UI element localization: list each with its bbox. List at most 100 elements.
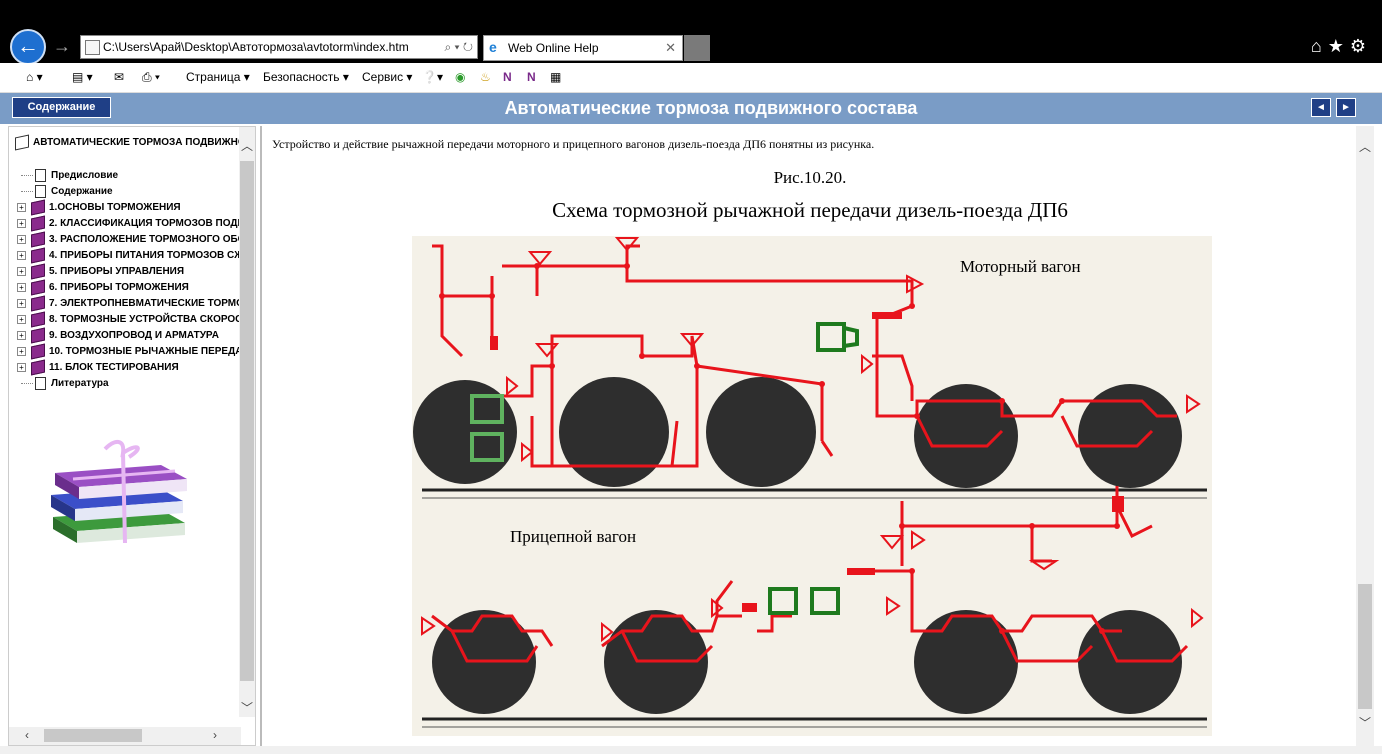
book-icon [31, 343, 45, 360]
book-icon [31, 295, 45, 312]
intro-text: Устройство и действие рычажной передачи … [272, 137, 875, 151]
tree-item-label: 5. ПРИБОРЫ УПРАВЛЕНИЯ [49, 266, 185, 277]
motor-cylinder [816, 322, 846, 352]
books-logo [51, 440, 187, 544]
book-icon [31, 215, 45, 232]
onenote-linked-icon[interactable]: N [527, 70, 536, 84]
expand-icon[interactable]: + [17, 266, 26, 276]
expand-icon[interactable]: + [17, 298, 26, 308]
wheel [914, 610, 1018, 714]
tree-item-label: 1.ОСНОВЫ ТОРМОЖЕНИЯ [49, 202, 181, 213]
tree-item-label: 11. БЛОК ТЕСТИРОВАНИЯ [49, 362, 179, 373]
research-icon[interactable]: ▦ [550, 70, 562, 84]
scroll-right-icon[interactable]: › [213, 728, 217, 742]
expand-icon[interactable]: + [17, 314, 26, 324]
menu-service[interactable]: Сервис ▾ [362, 70, 413, 84]
close-icon[interactable]: ✕ [665, 40, 676, 55]
expand-icon[interactable]: + [17, 250, 26, 260]
expand-icon[interactable]: + [17, 234, 26, 244]
left-vertical-scrollbar[interactable]: ︿ ﹀ [239, 127, 255, 717]
scroll-left-icon[interactable]: ‹ [25, 728, 29, 742]
tab-web-online-help[interactable]: e Web Online Help ✕ [483, 35, 683, 61]
tree-item-label: 10. ТОРМОЗНЫЕ РЫЧАЖНЫЕ ПЕРЕДАЧИ [49, 346, 256, 357]
tree-item-chapter[interactable]: +2. КЛАССИФИКАЦИЯ ТОРМОЗОВ ПОДВИЖНОГО СО… [17, 215, 255, 232]
scroll-down-icon[interactable]: ﹀ [241, 701, 254, 715]
tree-item-chapter[interactable]: +1.ОСНОВЫ ТОРМОЖЕНИЯ [17, 199, 181, 216]
java-icon[interactable]: ♨ [480, 70, 491, 84]
expand-icon[interactable]: + [17, 362, 26, 372]
anchor-markers [421, 237, 1204, 643]
scroll-up-icon[interactable]: ︿ [241, 139, 254, 153]
favorites-icon[interactable]: ★ [1327, 36, 1350, 56]
tree-item-label: 2. КЛАССИФИКАЦИЯ ТОРМОЗОВ ПОДВИЖНОГО СОС… [49, 218, 255, 229]
expand-icon[interactable]: + [17, 346, 26, 356]
tree-item-page[interactable]: Содержание [21, 184, 113, 200]
gear-icon[interactable]: ⚙ [1349, 36, 1372, 56]
scroll-down-icon[interactable]: ﹀ [1359, 716, 1372, 730]
page-title: Автоматические тормоза подвижного состав… [504, 98, 918, 118]
content-pane: Устройство и действие рычажной передачи … [260, 126, 1374, 746]
wheel [1078, 384, 1182, 488]
scroll-thumb[interactable] [240, 161, 254, 681]
contents-button[interactable]: Содержание [12, 97, 111, 118]
tree-item-chapter[interactable]: +8. ТОРМОЗНЫЕ УСТРОЙСТВА СКОРОСТНЫХ ПОЕЗ… [17, 311, 255, 328]
brake-cylinders [470, 322, 859, 615]
expand-icon[interactable]: + [17, 330, 26, 340]
onenote-icon[interactable]: N [503, 70, 512, 84]
back-icon[interactable]: ← [10, 29, 46, 65]
label-trailer-car: Прицепной вагон [510, 527, 636, 546]
tree-item-chapter[interactable]: +7. ЭЛЕКТРОПНЕВМАТИЧЕСКИЕ ТОРМОЗА [17, 295, 255, 312]
content-vertical-scrollbar[interactable]: ︿ ﹀ [1356, 126, 1374, 746]
tree-item-chapter[interactable]: +11. БЛОК ТЕСТИРОВАНИЯ [17, 359, 179, 376]
browser-titlebar: ← → C:\Users\Арай\Desktop\Автотормоза\av… [0, 0, 1382, 65]
tree-item-label: 9. ВОЗДУХОПРОВОД И АРМАТУРА [49, 330, 219, 341]
tree-item-chapter[interactable]: +3. РАСПОЛОЖЕНИЕ ТОРМОЗНОГО ОБОРУДОВАНИЯ [17, 231, 255, 248]
mail-icon[interactable]: ✉ [114, 70, 125, 84]
book-icon [31, 231, 45, 248]
scroll-thumb-h[interactable] [44, 729, 142, 742]
tree-item-chapter[interactable]: +10. ТОРМОЗНЫЕ РЫЧАЖНЫЕ ПЕРЕДАЧИ [17, 343, 256, 360]
home-icon[interactable]: ⌂ [1310, 36, 1328, 56]
tree-item-page[interactable]: Предисловие [21, 168, 118, 184]
diagram-background [412, 236, 1212, 736]
tree-item-chapter[interactable]: +9. ВОЗДУХОПРОВОД И АРМАТУРА [17, 327, 219, 344]
prev-button[interactable]: ◄ [1311, 98, 1331, 117]
help-icon[interactable]: ❔▾ [422, 70, 443, 84]
tree-item-chapter[interactable]: +5. ПРИБОРЫ УПРАВЛЕНИЯ [17, 263, 185, 280]
tree-root[interactable]: АВТОМАТИЧЕСКИЕ ТОРМОЗА ПОДВИЖНОГО СОСТАВ… [15, 134, 255, 151]
address-bar[interactable]: C:\Users\Арай\Desktop\Автотормоза\avtoto… [80, 35, 478, 59]
tree-item-label: 6. ПРИБОРЫ ТОРМОЖЕНИЯ [49, 282, 189, 293]
print-icon[interactable]: ⎙ ▾ [142, 70, 160, 84]
left-horizontal-scrollbar[interactable]: ‹ › [9, 727, 241, 745]
tree-item-label: 3. РАСПОЛОЖЕНИЕ ТОРМОЗНОГО ОБОРУДОВАНИЯ [49, 234, 255, 245]
tree-item-page[interactable]: Литература [21, 376, 109, 392]
tree-item-chapter[interactable]: +4. ПРИБОРЫ ПИТАНИЯ ТОРМОЗОВ СЖАТЫМ ВОЗД… [17, 247, 255, 264]
status-strip [0, 746, 1382, 754]
expand-icon[interactable]: + [17, 202, 26, 212]
page-icon [85, 40, 100, 55]
new-tab-button[interactable] [684, 35, 710, 61]
home-icon[interactable]: ⌂ ▾ [26, 70, 43, 84]
feeds-icon[interactable]: ▤ ▾ [72, 70, 93, 84]
tree-connector [21, 382, 33, 384]
menu-security[interactable]: Безопасность ▾ [263, 70, 349, 84]
scroll-up-icon[interactable]: ︿ [1359, 140, 1372, 154]
tree-item-label: 4. ПРИБОРЫ ПИТАНИЯ ТОРМОЗОВ СЖАТЫМ ВОЗДУ… [49, 250, 255, 261]
book-icon [31, 311, 45, 328]
page-icon [35, 376, 46, 390]
book-icon [31, 327, 45, 344]
book-icon [31, 247, 45, 264]
address-tools[interactable]: ⌕ ▾ ↻ [444, 40, 473, 54]
menu-page[interactable]: Страница ▾ [186, 70, 250, 84]
expand-icon[interactable]: + [17, 218, 26, 228]
forward-icon[interactable]: → [53, 36, 71, 56]
menu-page-label: Страница [186, 70, 241, 84]
tree-item-chapter[interactable]: +6. ПРИБОРЫ ТОРМОЖЕНИЯ [17, 279, 189, 296]
content-scroll-thumb[interactable] [1358, 584, 1372, 709]
command-bar: ⌂ ▾ ▤ ▾ ✉ ⎙ ▾ Страница ▾ Безопасность ▾ … [0, 63, 1382, 93]
expand-icon[interactable]: + [17, 282, 26, 292]
next-button[interactable]: ► [1336, 98, 1356, 117]
trailer-car-joints [742, 496, 1124, 634]
wheel [914, 384, 1018, 488]
addon-icon[interactable]: ◉ [455, 70, 466, 84]
